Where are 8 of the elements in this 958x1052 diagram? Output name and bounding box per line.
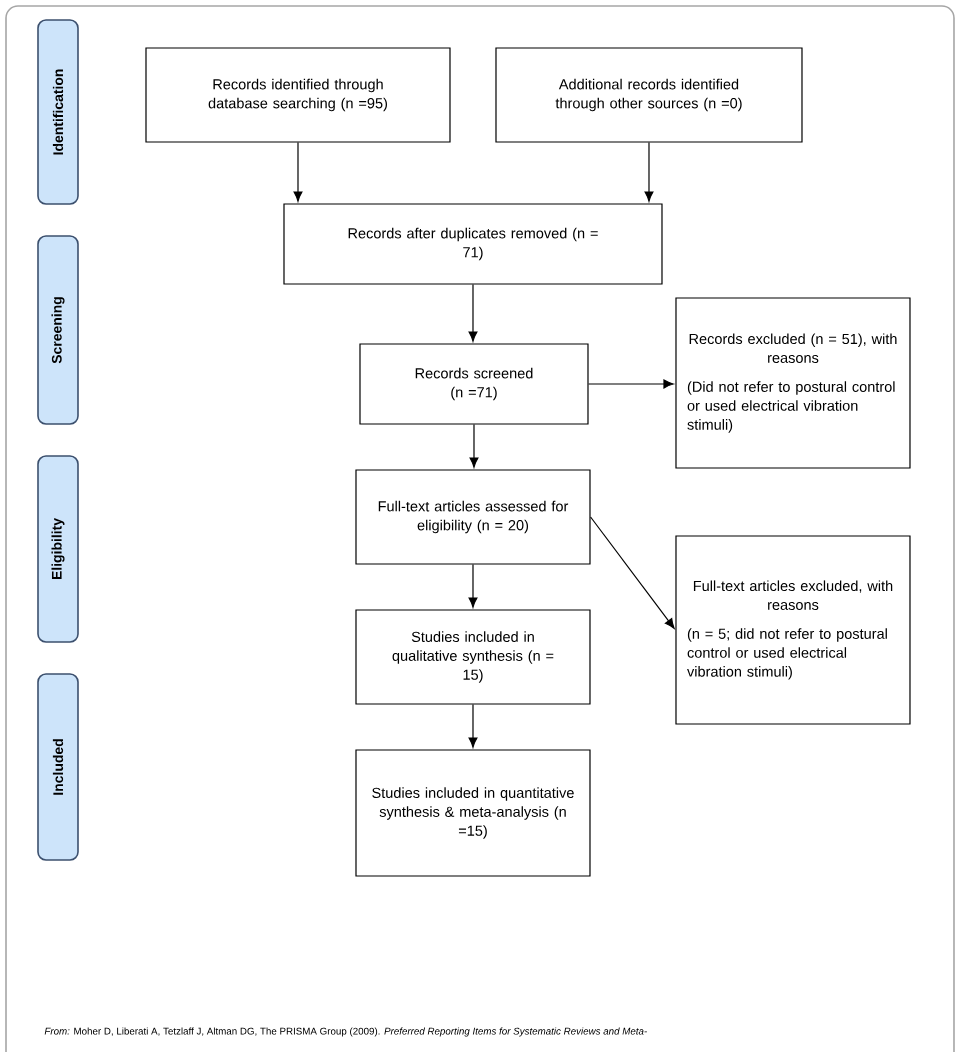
arrow — [468, 564, 478, 608]
arrow — [468, 284, 478, 342]
arrow — [588, 379, 674, 389]
arrow — [293, 142, 303, 202]
arrow — [590, 516, 675, 629]
arrow — [644, 142, 654, 202]
arrow — [468, 704, 478, 748]
arrow — [469, 424, 479, 468]
